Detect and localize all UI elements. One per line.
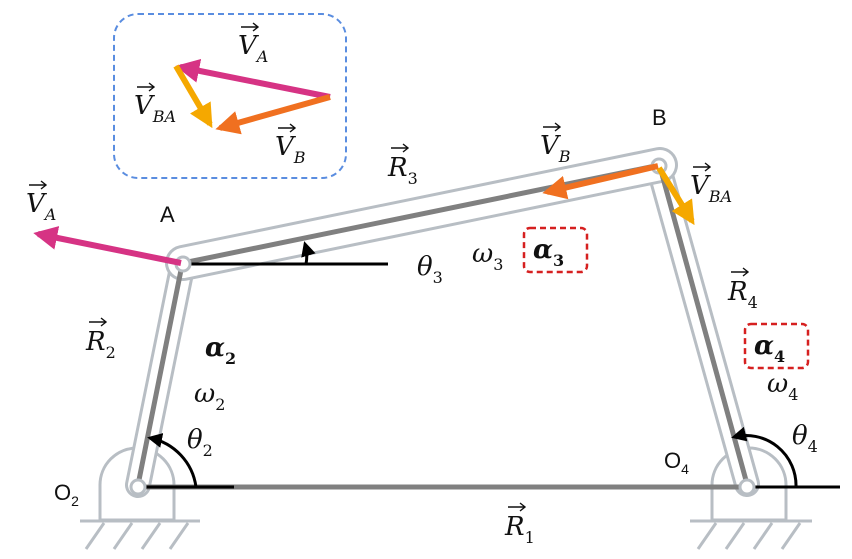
inset-vb-label: VB bbox=[275, 123, 306, 167]
alpha2-label: α2 bbox=[205, 333, 236, 368]
svg-text:VB: VB bbox=[275, 132, 306, 167]
theta3-label: θ3 bbox=[417, 252, 443, 287]
svg-text:VBA: VBA bbox=[690, 171, 732, 206]
vb-arrow bbox=[542, 163, 659, 200]
theta2-label: θ2 bbox=[187, 425, 213, 460]
vb-label: VB bbox=[540, 122, 571, 166]
r3-label: R3 bbox=[387, 143, 418, 188]
r2-label: R2 bbox=[85, 317, 116, 362]
theta2-arc bbox=[147, 433, 198, 488]
theta3-arc bbox=[301, 241, 316, 265]
svg-text:VA: VA bbox=[26, 189, 56, 224]
point-b-label: B bbox=[652, 105, 667, 130]
inset-va-arrow bbox=[175, 58, 331, 100]
joint-o2 bbox=[129, 478, 147, 496]
r2-vector-line bbox=[135, 262, 185, 488]
inset-vba-label: VBA bbox=[134, 82, 176, 126]
r4-label: R4 bbox=[727, 267, 758, 312]
link-outlines bbox=[125, 147, 760, 498]
svg-text:R4: R4 bbox=[727, 277, 758, 312]
svg-text:R2: R2 bbox=[85, 327, 116, 362]
omega2-label: ω2 bbox=[194, 379, 225, 414]
svg-text:VA: VA bbox=[238, 31, 268, 66]
theta4-arc bbox=[731, 426, 798, 488]
point-o2-label: O2 bbox=[54, 480, 79, 509]
va-label: VA bbox=[26, 180, 56, 224]
inset-vba-arrow bbox=[173, 64, 213, 129]
inset-vb-arrow bbox=[215, 94, 331, 135]
joint-o4 bbox=[738, 478, 756, 496]
va-arrow bbox=[33, 226, 182, 266]
alpha3-box bbox=[522, 226, 589, 274]
svg-text:R3: R3 bbox=[387, 153, 418, 188]
inset-va-label: VA bbox=[238, 22, 268, 66]
svg-text:VB: VB bbox=[540, 131, 571, 166]
velocity-polygon-inset bbox=[113, 13, 347, 179]
svg-text:R1: R1 bbox=[504, 512, 535, 547]
omega3-label: ω3 bbox=[472, 239, 503, 274]
vba-label: VBA bbox=[690, 162, 732, 206]
reference-lines bbox=[138, 262, 840, 489]
alpha3-label: α3 bbox=[533, 235, 564, 270]
point-o4-label: O4 bbox=[664, 448, 689, 477]
alpha4-label: α4 bbox=[754, 331, 785, 366]
r1-label: R1 bbox=[504, 502, 535, 547]
theta4-label: θ4 bbox=[792, 421, 818, 456]
point-a-label: A bbox=[160, 202, 175, 227]
alpha4-box bbox=[743, 322, 810, 370]
svg-text:VBA: VBA bbox=[134, 91, 176, 126]
vba-arrow bbox=[656, 166, 695, 226]
omega4-label: ω4 bbox=[767, 369, 798, 404]
